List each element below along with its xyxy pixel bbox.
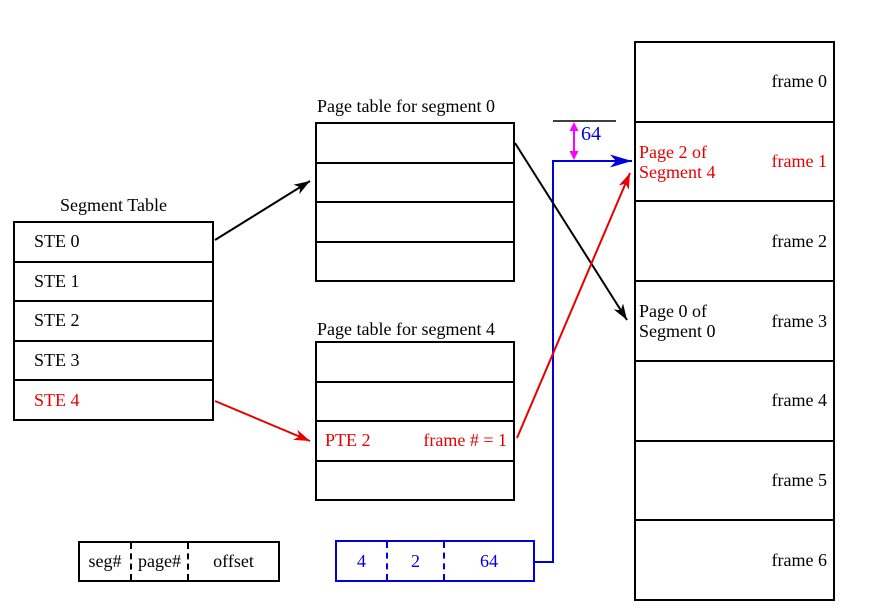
- offset-field: offset: [187, 543, 278, 580]
- address-offset-path-arrow: [534, 154, 632, 563]
- frame1-content-line2: Segment 4: [639, 161, 716, 182]
- frame3-label: frame 3: [771, 310, 827, 331]
- frame-row-6: frame 6: [636, 519, 833, 599]
- offset-value: 64: [480, 550, 498, 571]
- ste1-label: STE 1: [34, 270, 80, 291]
- page-table-segment-0: [315, 122, 515, 282]
- frame6-label: frame 6: [771, 549, 827, 570]
- page-table-0-title: Page table for segment 0: [317, 96, 495, 116]
- page-table-4-row-1: [317, 380, 513, 421]
- frame4-label: frame 4: [771, 390, 827, 411]
- arrow-pte2-to-frame-1: [516, 172, 631, 439]
- offset-value-cell: 64: [443, 542, 533, 580]
- page-value-cell: 2: [386, 542, 443, 580]
- offset-field-label: offset: [213, 551, 254, 571]
- segment-table-row-ste2: STE 2: [15, 300, 212, 340]
- pte-2-row: PTE 2 frame # = 1: [317, 420, 513, 460]
- segment-table-row-ste3: STE 3: [15, 339, 212, 380]
- page-table-0-row-0: [317, 124, 513, 162]
- logical-address-value-box: 4 2 64: [335, 540, 535, 582]
- seg-value: 4: [357, 550, 366, 571]
- frame1-content-line1: Page 2 of: [639, 141, 707, 162]
- page-table-0-row-3: [317, 240, 513, 281]
- page-table-0-row-1: [317, 161, 513, 202]
- arrow-ste4-to-page-table-4: [214, 400, 311, 442]
- arrow-page-table-0-to-frame-3: [514, 142, 628, 321]
- page-table-segment-4: PTE 2 frame # = 1: [315, 341, 515, 501]
- page-table-4-row-3: [317, 459, 513, 500]
- frame5-label: frame 5: [771, 469, 827, 490]
- segment-table-row-ste4: STE 4: [15, 379, 212, 419]
- physical-memory-frames: frame 0 Page 2 of Segment 4 frame 1 fram…: [634, 41, 835, 601]
- page-table-4-row-0: [317, 343, 513, 381]
- ste4-label: STE 4: [34, 389, 80, 410]
- frame1-content: Page 2 of Segment 4: [639, 142, 716, 182]
- frame2-label: frame 2: [771, 230, 827, 251]
- segment-table: STE 0 STE 1 STE 2 STE 3 STE 4: [13, 221, 214, 421]
- frame0-label: frame 0: [771, 71, 827, 92]
- segment-table-title: Segment Table: [60, 195, 167, 215]
- frame-row-5: frame 5: [636, 439, 833, 520]
- page-table-4-title: Page table for segment 4: [317, 319, 495, 339]
- frame-row-1: Page 2 of Segment 4 frame 1: [636, 120, 833, 201]
- arrow-ste0-to-page-table-0: [214, 180, 311, 241]
- ste0-label: STE 0: [34, 231, 80, 252]
- frame3-content: Page 0 of Segment 0: [639, 301, 716, 341]
- offset-span-arrowhead-down: [569, 151, 579, 160]
- ste3-label: STE 3: [34, 350, 80, 371]
- pte2-label: PTE 2: [325, 430, 371, 451]
- offset-64-label: 64: [581, 123, 601, 145]
- logical-address-format-box: seg# page# offset: [78, 541, 280, 582]
- seg-field-label: seg#: [88, 551, 122, 571]
- ste2-label: STE 2: [34, 310, 80, 331]
- seg-value-cell: 4: [337, 542, 386, 580]
- offset-span-arrowhead-up: [569, 122, 579, 131]
- frame1-label: frame 1: [771, 151, 827, 172]
- frame-row-4: frame 4: [636, 359, 833, 440]
- frame3-content-line2: Segment 0: [639, 321, 716, 342]
- segment-table-row-ste1: STE 1: [15, 260, 212, 301]
- page-table-0-row-2: [317, 201, 513, 241]
- seg-field: seg#: [80, 543, 130, 580]
- segment-table-row-ste0: STE 0: [15, 223, 212, 261]
- frame-row-3: Page 0 of Segment 0 frame 3: [636, 280, 833, 360]
- frame3-content-line1: Page 0 of: [639, 301, 707, 322]
- page-value: 2: [411, 550, 420, 571]
- frame-row-0: frame 0: [636, 43, 833, 121]
- page-field: page#: [130, 543, 187, 580]
- frame-row-2: frame 2: [636, 200, 833, 280]
- page-field-label: page#: [138, 551, 181, 571]
- pte2-frame-number: frame # = 1: [423, 430, 507, 451]
